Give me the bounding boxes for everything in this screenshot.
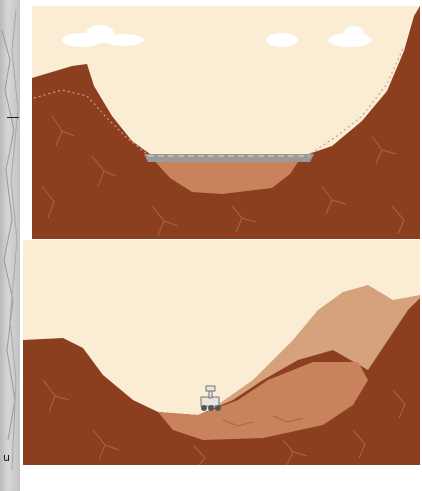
crater-rover-panel — [23, 240, 420, 465]
rock-texture — [0, 0, 20, 491]
strip-label: u — [3, 452, 10, 463]
crater-rover-illustration — [23, 240, 420, 465]
lake-water — [144, 154, 314, 162]
strip-tick-mark — [7, 117, 19, 118]
crater-lake-panel — [32, 6, 420, 239]
crater-lake-illustration — [32, 6, 420, 239]
left-photo-strip — [0, 0, 20, 491]
